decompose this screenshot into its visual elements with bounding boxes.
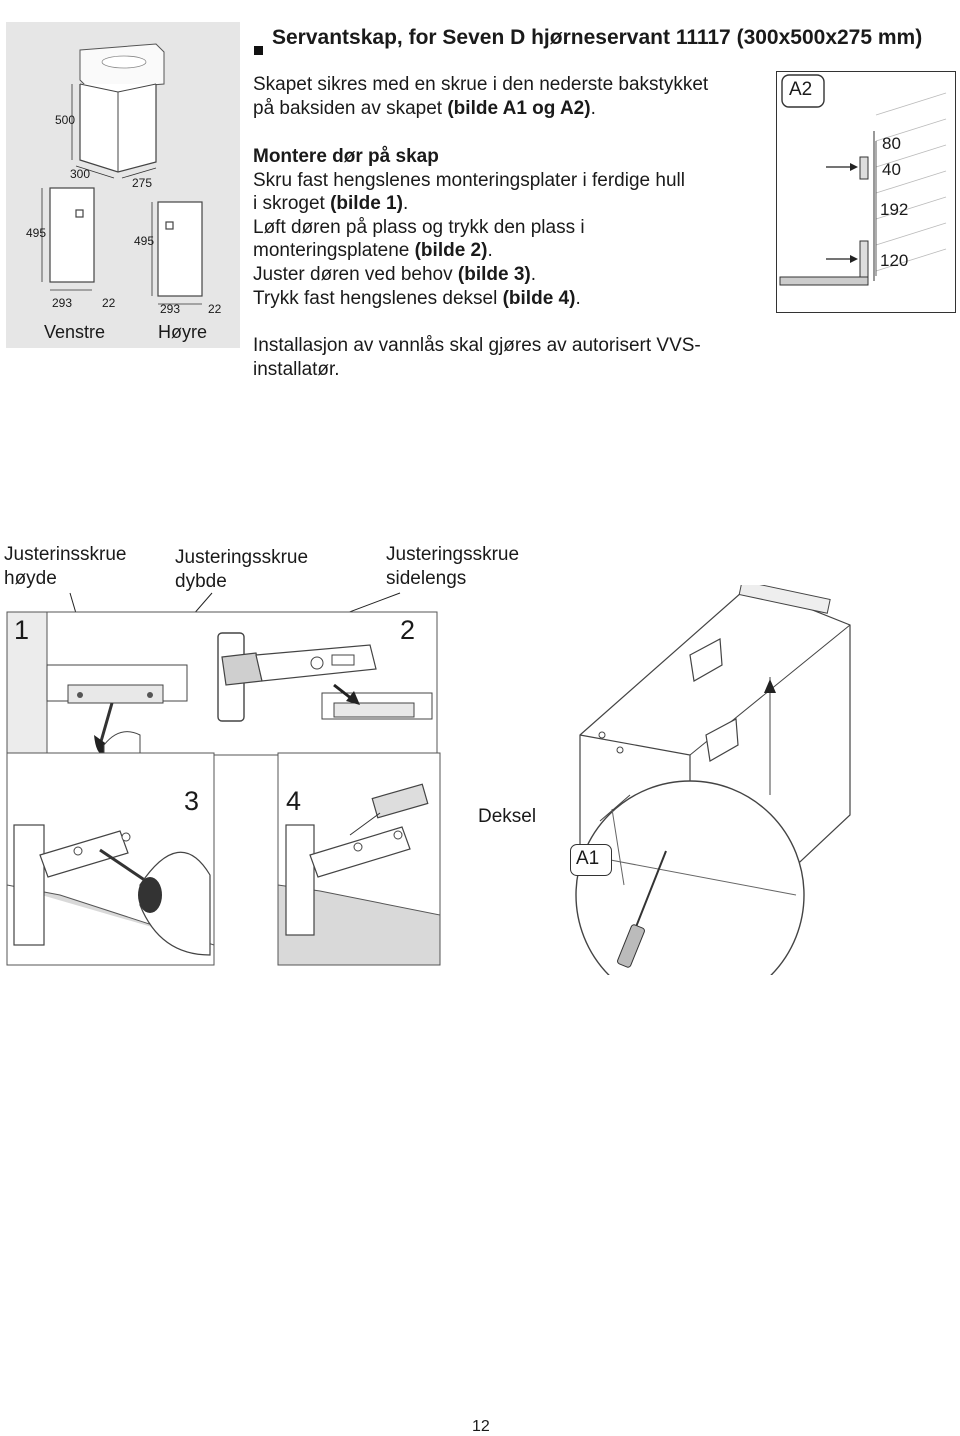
label-venstre: Venstre [44,322,106,342]
figure-ref-3: (bilde 3) [457,263,531,285]
intro-line-2: på baksiden av skapet (bilde A1 og A2). [253,97,708,121]
section-line-3: Løft døren på plass og trykk den plass i [253,216,585,238]
step-3-label: 3 [184,786,200,816]
dim-right-door-height: 495 [134,234,155,248]
section-line-2-text: i skroget [253,193,331,215]
dim-height: 500 [55,113,76,127]
callout-height-line-2: høyde [4,567,57,589]
a2-dim-80: 80 [882,134,901,153]
callout-side-screw: Justeringsskrue sidelengs [386,543,519,590]
section-line-2: i skroget (bilde 1). [253,192,685,216]
cabinet-dimension-figure [6,22,240,348]
callout-height-screw: Justerinsskrue høyde [4,543,127,590]
a2-dim-40: 40 [882,160,901,179]
dim-right-gap: 22 [208,302,222,316]
note-line-1: Installasjon av vannlås skal gjøres av a… [253,335,701,356]
dim-left-width: 293 [52,296,73,310]
section-line-6: Trykk fast hengslenes deksel (bilde 4). [253,287,685,311]
dim-left-door-height: 495 [26,226,47,240]
step-2-label: 2 [400,615,416,645]
a2-dim-192: 192 [880,200,909,219]
a2-dim-120: 120 [880,251,909,270]
a1-label: A1 [576,848,600,869]
intro-line-2-text: på baksiden av skapet [253,97,448,119]
note-paragraph: Installasjon av vannlås skal gjøres av a… [253,334,701,381]
callout-depth-line-1: Justeringsskrue [175,547,309,568]
title-square-bullet-icon [254,46,263,55]
intro-line-1: Skapet sikres med en skrue i den nederst… [253,74,709,95]
callout-side-line-2: sidelengs [386,567,467,589]
intro-line-2-end: . [590,97,596,119]
step-1-label: 1 [14,615,30,645]
dim-width: 300 [70,167,91,181]
figure-ref-4: (bilde 4) [502,287,576,309]
assembly-illustrations [0,580,960,1010]
section-heading: Montere dør på skap [253,146,439,167]
section-mount-door: Montere dør på skap Skru fast hengslenes… [253,145,685,310]
figure-ref-1: (bilde 1) [330,193,403,215]
page-title: Servantskap, for Seven D hjørneservant 1… [272,26,923,49]
section-line-5-text: Juster døren ved behov [253,263,458,285]
dim-right-width: 293 [160,302,181,316]
a1-label-box [570,844,612,876]
section-line-1: Skru fast hengslenes monteringsplater i … [253,169,685,191]
a2-label: A2 [789,79,813,100]
page-number: 12 [472,1418,490,1435]
section-line-2-end: . [402,193,409,215]
callout-side-line-1: Justeringsskrue [386,544,520,565]
section-line-6-text: Trykk fast hengslenes deksel [253,287,503,309]
section-line-4-end: . [487,240,493,262]
dim-depth: 275 [132,176,153,190]
section-line-6-end: . [575,287,581,309]
section-line-4-text: monteringsplatene [253,240,415,262]
intro-paragraph: Skapet sikres med en skrue i den nederst… [253,73,708,120]
a2-figure [776,71,956,313]
callout-height-line-1: Justerinsskrue [4,544,127,565]
callout-depth-line-2: dybde [175,570,227,592]
figure-ref-2: (bilde 2) [414,240,488,262]
section-line-5: Juster døren ved behov (bilde 3). [253,263,685,287]
section-line-4: monteringsplatene (bilde 2). [253,239,685,263]
deksel-label: Deksel [478,806,537,827]
note-line-2: installatør. [253,358,340,380]
intro-figure-ref: (bilde A1 og A2) [447,97,591,119]
label-hoyre: Høyre [158,322,207,342]
dim-left-gap: 22 [102,296,116,310]
section-line-5-end: . [530,263,537,285]
step-4-label: 4 [286,786,302,816]
callout-depth-screw: Justeringsskrue dybde [175,546,308,593]
